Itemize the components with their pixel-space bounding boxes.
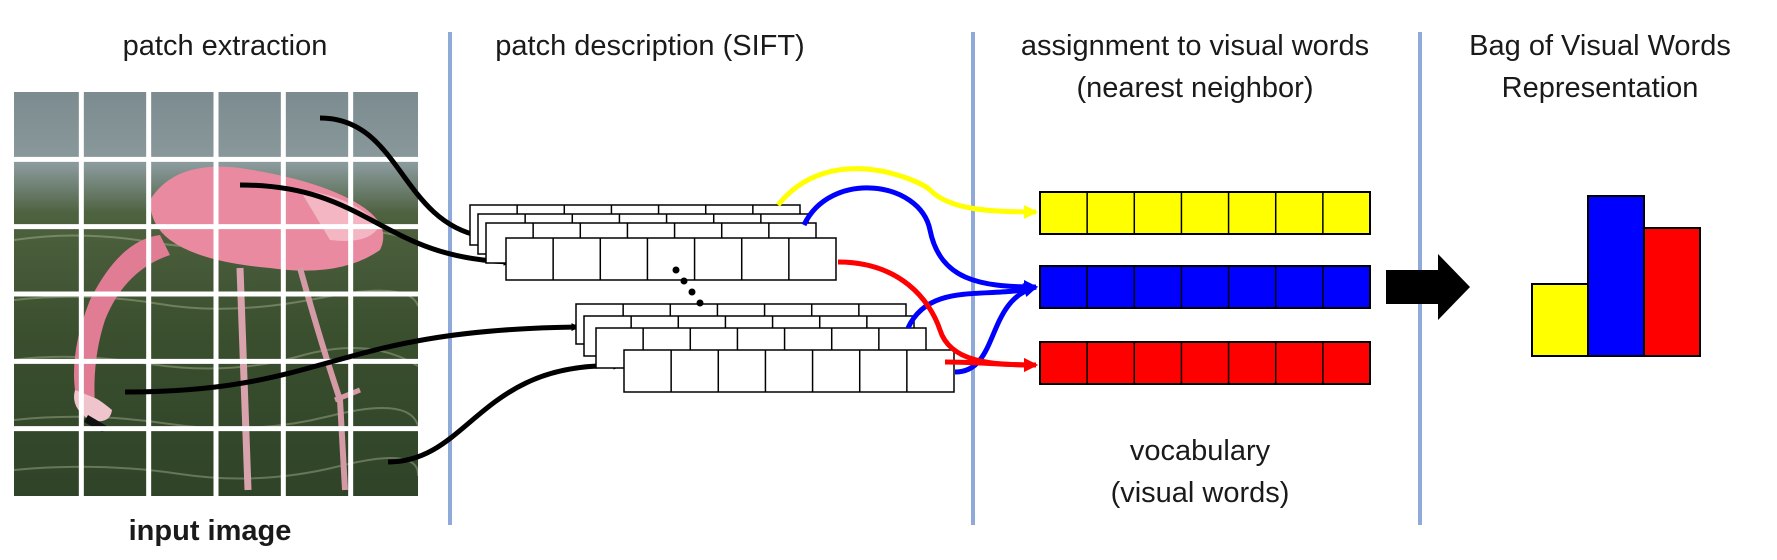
vocabulary-word-blue	[1039, 265, 1371, 309]
title-patch-description: patch description (SIFT)	[495, 30, 805, 62]
assign-arrow-blue-3	[954, 283, 1038, 375]
vocabulary-label: vocabulary (visual words)	[1110, 435, 1290, 509]
assign-arrow-blue-1	[801, 185, 1038, 294]
histogram-bar-red	[1643, 227, 1701, 357]
title-assignment: assignment to visual words (nearest neig…	[1020, 30, 1370, 104]
histogram-bar-blue	[1587, 195, 1645, 357]
input-image-label: input image	[128, 515, 292, 547]
vocabulary-word-red	[1039, 341, 1371, 385]
big-arrow	[1386, 254, 1470, 320]
extraction-arrows	[124, 115, 622, 465]
extraction-arrow-4	[387, 361, 622, 465]
assign-arrow-red-2	[944, 357, 1038, 372]
patch-grid	[14, 92, 418, 496]
histogram-bar-yellow	[1531, 283, 1589, 357]
assign-arrow-yellow	[776, 166, 1038, 219]
assignment-arrows	[776, 166, 1038, 375]
extraction-arrow-2	[239, 182, 512, 266]
ellipsis-dots	[672, 266, 704, 307]
assign-arrow-blue-2	[905, 283, 1038, 330]
vocabulary-word-yellow	[1039, 191, 1371, 235]
vocabulary	[1039, 191, 1371, 385]
sift-descriptors	[469, 204, 955, 393]
title-bovw-representation: Bag of Visual Words Representation	[1469, 30, 1731, 104]
extraction-arrow-1	[319, 115, 482, 239]
descriptor-stack1-front	[505, 237, 837, 281]
title-patch-extraction: patch extraction	[122, 30, 328, 62]
descriptor-stack2-front	[623, 349, 955, 393]
bovw-histogram	[1531, 195, 1701, 357]
extraction-arrow-3	[124, 323, 580, 395]
